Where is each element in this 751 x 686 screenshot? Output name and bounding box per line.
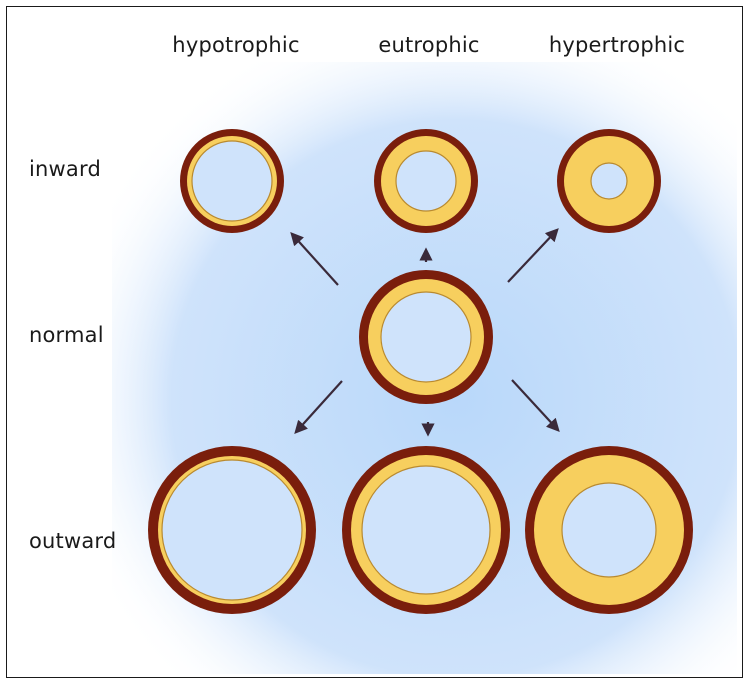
row-label-normal: normal <box>29 323 104 347</box>
column-label-eutrophic: eutrophic <box>378 33 479 57</box>
column-label-hypotrophic: hypotrophic <box>172 33 299 57</box>
vessel-inward-eutrophic <box>374 129 478 233</box>
vessel-inward-hypertrophic <box>557 129 661 233</box>
vessel-outward-hypertrophic <box>525 446 693 614</box>
vessel-inward-hypotrophic <box>180 129 284 233</box>
vessel-outward-eutrophic <box>342 446 510 614</box>
column-label-hypertrophic: hypertrophic <box>549 33 685 57</box>
vessel-normal <box>359 270 493 404</box>
vessel-outward-hypotrophic <box>148 446 316 614</box>
row-label-outward: outward <box>29 529 116 553</box>
row-label-inward: inward <box>29 157 101 181</box>
